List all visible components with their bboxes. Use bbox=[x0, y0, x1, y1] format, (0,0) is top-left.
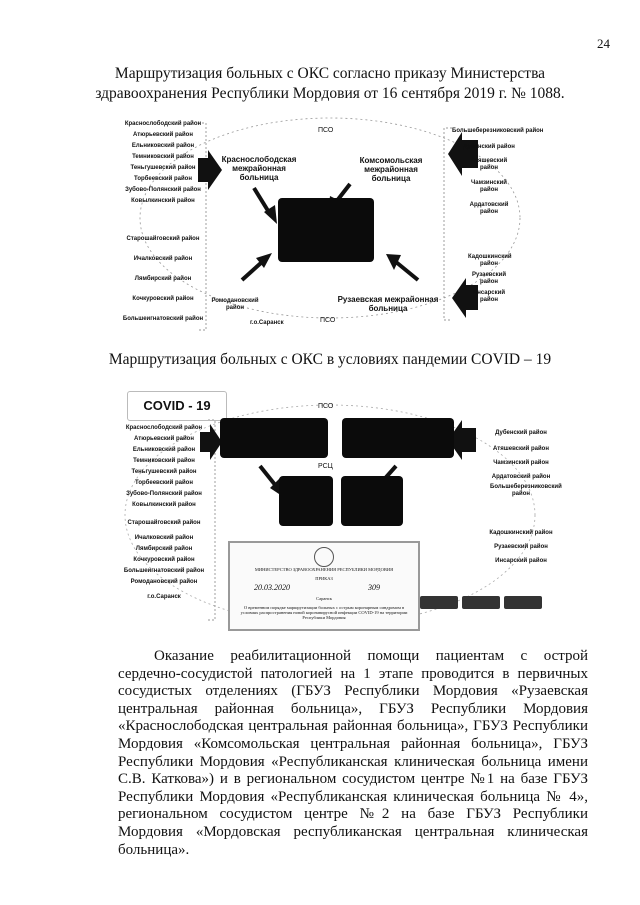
region-label: Инсарский район bbox=[472, 290, 506, 303]
region-label: Большеберезниковский район bbox=[452, 128, 544, 134]
region-label: Ардатовский район bbox=[469, 202, 509, 215]
region-label: Ковылкинский район bbox=[131, 198, 195, 204]
regional-vascular-center-box bbox=[278, 198, 374, 262]
order-city: Саранск bbox=[316, 596, 332, 601]
region-label: Инсарский район bbox=[495, 558, 547, 564]
rsc-label: РСЦ bbox=[318, 463, 333, 470]
page-number: 24 bbox=[597, 36, 610, 51]
rsc-box-1 bbox=[279, 476, 333, 526]
region-label: Теньгушевский район bbox=[131, 469, 197, 475]
region-label: Ромодановский район bbox=[130, 579, 198, 585]
heading-covid-routing: Маршрутизация больных с ОКС в условиях п… bbox=[108, 351, 552, 368]
region-label: Теньгушевский район bbox=[130, 165, 196, 171]
heading-routing-1088: Маршрутизация больных с ОКС согласно при… bbox=[95, 65, 565, 102]
diagram-1-left-regions: Краснослободский район Атюрьевский район… bbox=[120, 121, 206, 327]
region-label: Ельниковский район bbox=[131, 143, 195, 149]
region-label: Лямбирский район bbox=[135, 546, 193, 552]
order-date: 20.03.2020 bbox=[254, 583, 290, 592]
order-text: О временном порядке маршрутизации больны… bbox=[240, 605, 408, 620]
region-label: г.о.Саранск bbox=[147, 594, 181, 600]
order-ministry: МИНИСТЕРСТВО ЗДРАВООХРАНЕНИЯ РЕСПУБЛИКИ … bbox=[254, 567, 394, 572]
rsc-box-2 bbox=[341, 476, 403, 526]
region-label: Кадошкинский район bbox=[489, 530, 553, 536]
diagram-1-right-regions: Большеберезниковский район Дубенский рай… bbox=[452, 128, 544, 308]
region-label: Большеигнатовский район bbox=[122, 316, 204, 322]
region-label: Ичалковский район bbox=[133, 256, 193, 262]
region-label: Атяшевский район bbox=[493, 446, 549, 452]
pso-box-right bbox=[342, 418, 454, 458]
region-label: Ардатовский район bbox=[491, 474, 551, 480]
region-label: Атюрьевский район bbox=[134, 436, 194, 442]
pso-label-top: ПСО bbox=[318, 127, 334, 134]
region-label: Старошайговский район bbox=[127, 520, 201, 526]
region-label: Краснослободский район bbox=[124, 121, 202, 127]
region-label: Атяшевский район bbox=[470, 158, 508, 171]
region-label: г.о.Саранск bbox=[250, 320, 284, 326]
region-label: Чамзинский район bbox=[493, 460, 549, 466]
order-number: 309 bbox=[368, 583, 380, 592]
hospital-komsomolsk: Комсомольская межрайонная больница bbox=[359, 156, 423, 183]
region-label: Торбеевский район bbox=[134, 176, 192, 182]
region-label: Лямбирский район bbox=[134, 276, 192, 282]
dark-button bbox=[420, 596, 458, 609]
covid-label: COVID - 19 bbox=[127, 391, 227, 421]
region-label: Кочкуровский район bbox=[133, 557, 195, 563]
region-label: Ичалковский район bbox=[134, 535, 194, 541]
hospital-ruzaevka: Рузаевская межрайонная больница bbox=[337, 295, 439, 313]
hospital-krasnoslobodsk: Краснослободская межрайонная больница bbox=[221, 155, 297, 182]
region-label: Темниковский район bbox=[132, 154, 194, 160]
pso-box-left bbox=[220, 418, 328, 458]
region-label: Кадошкинский район bbox=[468, 254, 512, 267]
diagram-2-right-regions: Дубенский район Атяшевский район Чамзинс… bbox=[476, 430, 566, 570]
pso-label-bottom: ПСО bbox=[320, 317, 336, 324]
region-label: Дубенский район bbox=[463, 144, 515, 150]
region-label: Ковылкинский район bbox=[132, 502, 196, 508]
region-label: Чамзинский район bbox=[471, 180, 507, 193]
dark-button bbox=[462, 596, 500, 609]
order-type: ПРИКАЗ bbox=[315, 576, 333, 581]
region-label: Рузаевский район bbox=[494, 544, 548, 550]
region-label: Старошайговский район bbox=[126, 236, 200, 242]
region-label: Кочкуровский район bbox=[132, 296, 194, 302]
region-label: Зубово-Полянский район bbox=[125, 187, 201, 193]
region-label: Зубово-Полянский район bbox=[126, 491, 202, 497]
order-document-image: МИНИСТЕРСТВО ЗДРАВООХРАНЕНИЯ РЕСПУБЛИКИ … bbox=[228, 541, 420, 631]
region-label: Ельниковский район bbox=[132, 447, 196, 453]
region-label: Краснослободский район bbox=[125, 425, 203, 431]
region-label: Большеигнатовский район bbox=[123, 568, 205, 574]
region-label: Атюрьевский район bbox=[133, 132, 193, 138]
region-label: Темниковский район bbox=[133, 458, 195, 464]
diagram-2-left-regions: Краснослободский район Атюрьевский район… bbox=[118, 425, 210, 605]
region-label: Торбеевский район bbox=[135, 480, 193, 486]
region-label: Рузаевский район bbox=[471, 272, 507, 285]
region-label: Ромодановский район bbox=[211, 298, 259, 311]
rehabilitation-paragraph: Оказание реабилитационной помощи пациент… bbox=[118, 648, 588, 858]
dark-button bbox=[504, 596, 542, 609]
region-label: Дубенский район bbox=[495, 430, 547, 436]
region-label: Большеберезниковский район bbox=[490, 484, 562, 497]
emblem-icon bbox=[314, 547, 334, 567]
pso-label: ПСО bbox=[318, 403, 334, 410]
